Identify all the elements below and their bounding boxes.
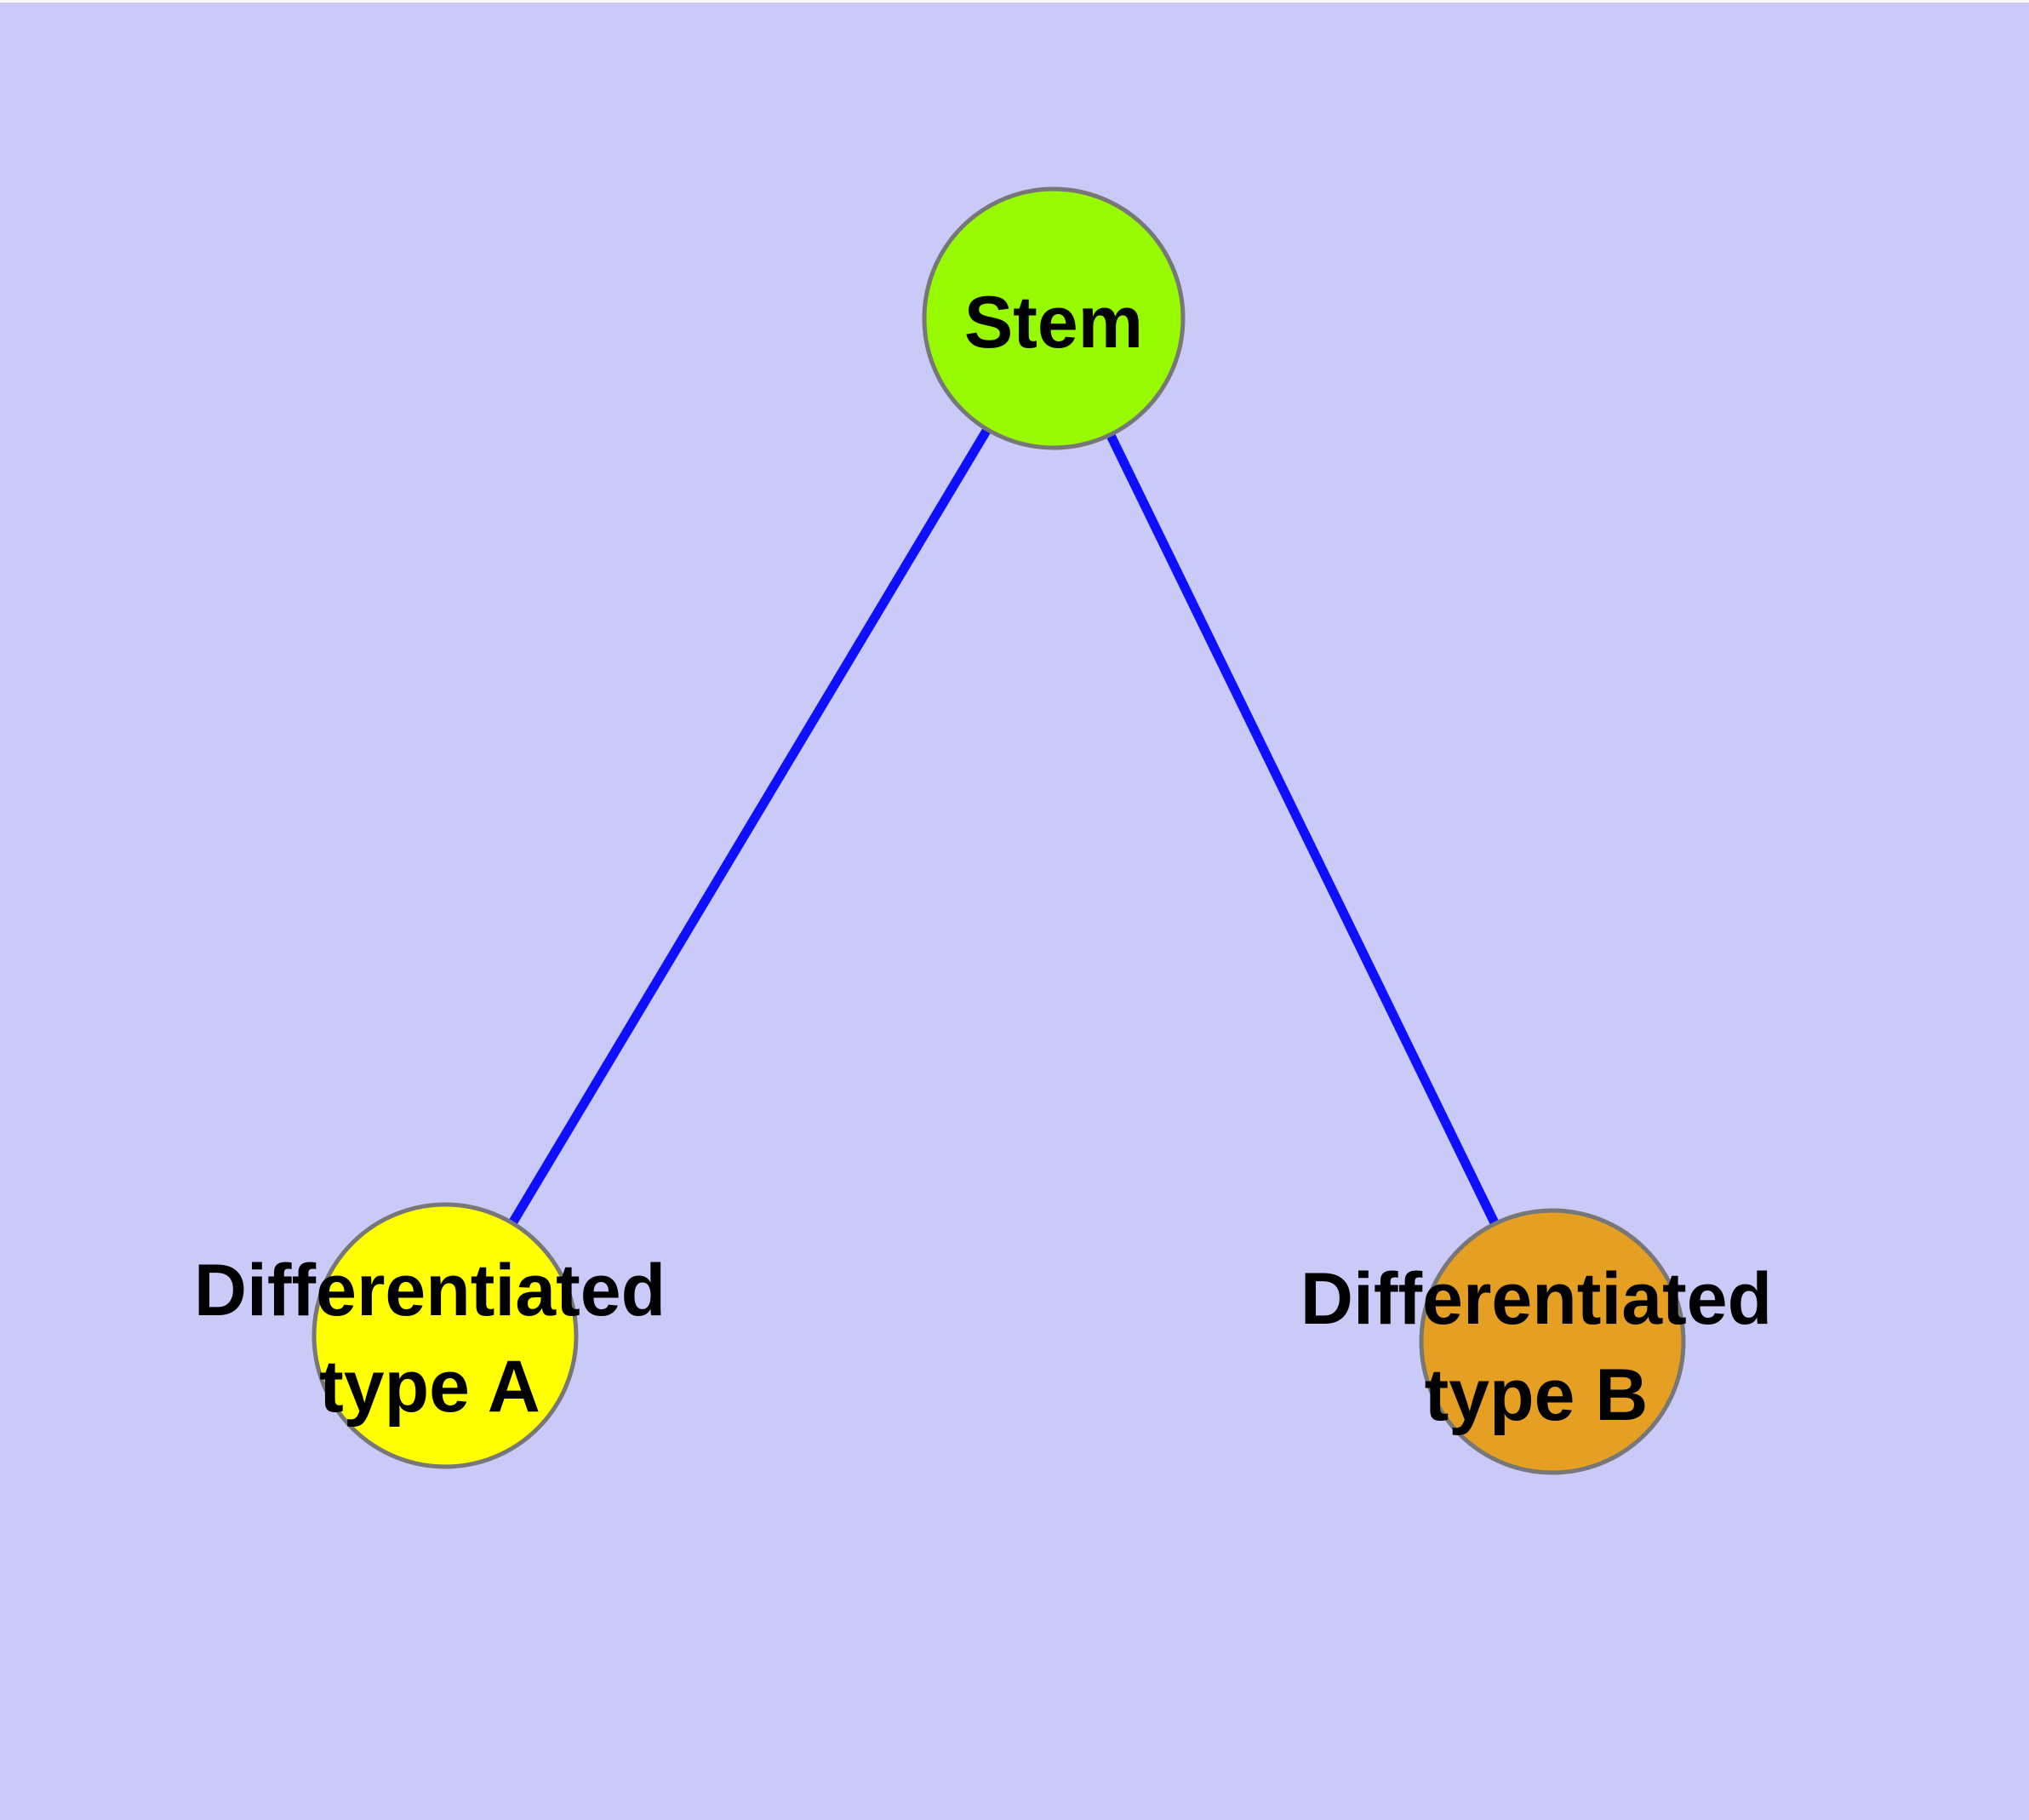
node-stem-circle — [922, 186, 1186, 450]
node-stem-label: Stem — [964, 282, 1143, 363]
top-edge-highlight — [0, 0, 2029, 3]
node-type-b-label-line2: type B — [1425, 1354, 1649, 1436]
node-differentiated-type-a: Differentiated type A — [194, 1202, 666, 1469]
edge-stem-to-type-a — [441, 316, 1058, 1338]
edge-stem-to-type-b — [1049, 316, 1557, 1344]
node-type-b-circle — [1419, 1208, 1686, 1475]
node-type-a-circle — [311, 1202, 579, 1469]
node-type-b-label-line1: Differentiated — [1300, 1258, 1772, 1340]
node-stem: Stem — [922, 186, 1186, 450]
node-type-a-label-line1: Differentiated — [194, 1250, 666, 1331]
node-type-a-label-line2: type A — [319, 1346, 540, 1428]
node-differentiated-type-b: Differentiated type B — [1300, 1208, 1772, 1475]
